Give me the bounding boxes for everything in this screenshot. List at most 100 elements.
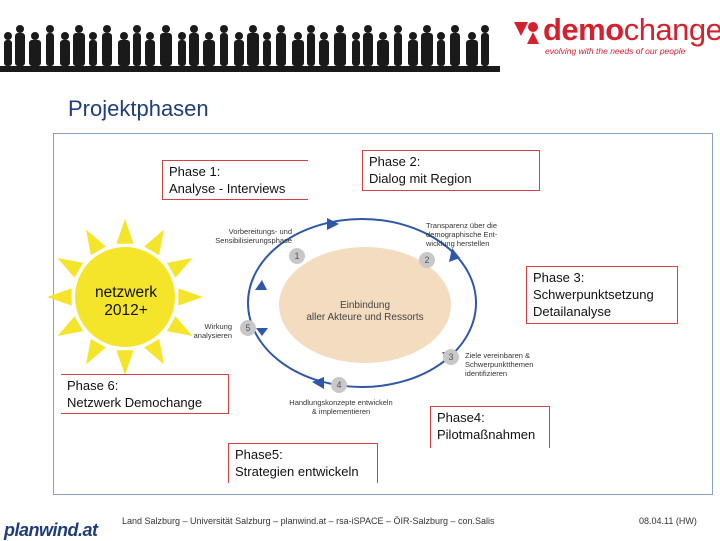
person-silhouette-body — [408, 40, 418, 66]
phase-4-box: Phase4: Pilotmaßnahmen — [430, 406, 550, 448]
phase-2-text: Dialog mit Region — [369, 171, 472, 186]
phase-6-text: Netzwerk Demochange — [67, 395, 203, 410]
step-note-5: Wirkung analysieren — [190, 322, 232, 340]
person-silhouette-head — [162, 25, 170, 33]
brand-name-light: change — [623, 12, 720, 47]
slide-title: Projektphasen — [68, 96, 209, 121]
sun-ray — [57, 258, 84, 278]
person-silhouette-head — [307, 25, 315, 33]
person-silhouette-body — [319, 40, 329, 66]
sun-ray — [166, 258, 193, 278]
step-circle — [240, 320, 256, 336]
note-line: Transparenz über die — [426, 221, 498, 230]
person-silhouette-head — [46, 25, 54, 33]
note-line: Sensibilisierungsphase — [215, 236, 292, 245]
phase-4-text: Pilotmaßnahmen — [437, 427, 536, 442]
person-silhouette-head — [103, 25, 111, 33]
phase-6-title: Phase 6: — [67, 378, 119, 393]
person-silhouette-body — [220, 33, 228, 66]
sun-ray — [86, 229, 106, 256]
phase-1-box: Phase 1: Analyse - Interviews — [162, 160, 308, 200]
person-silhouette-head — [61, 32, 69, 40]
demochange-logo-icon — [514, 22, 539, 44]
phase-5-text: Strategien entwickeln — [235, 464, 359, 479]
phase-1-title: Phase 1: — [169, 164, 221, 179]
note-line: demographische Ent- — [426, 230, 498, 239]
step-circle — [419, 252, 435, 268]
person-silhouette-body — [46, 33, 54, 66]
person-silhouette-body — [394, 33, 402, 66]
person-silhouette-body — [189, 33, 199, 66]
person-silhouette-body — [178, 40, 186, 66]
person-silhouette-body — [247, 33, 259, 66]
cycle-arrow — [312, 377, 324, 389]
brand-name-bold: demo — [543, 12, 624, 47]
step-circle — [289, 248, 305, 264]
person-silhouette-head — [336, 25, 344, 33]
person-silhouette-head — [190, 25, 198, 33]
sun-label-line1: netzwerk — [94, 284, 158, 301]
person-silhouette-body — [145, 40, 155, 66]
phase-4-title: Phase4: — [437, 410, 485, 425]
step-number: 4 — [336, 380, 341, 390]
note-line: Ziele vereinbaren & — [465, 351, 531, 360]
phase-1-text: Analyse - Interviews — [169, 181, 286, 196]
person-silhouette-body — [89, 40, 97, 66]
person-silhouette-head — [481, 25, 489, 33]
person-silhouette-head — [294, 32, 302, 40]
phase-3-text: Schwerpunktsetzung — [533, 287, 654, 302]
person-silhouette-head — [31, 32, 39, 40]
person-silhouette-body — [15, 33, 25, 66]
person-silhouette-head — [235, 32, 243, 40]
sun-ray — [116, 219, 134, 244]
step-note-2: Transparenz über die demographische Ent-… — [426, 221, 497, 248]
phase-2-box: Phase 2: Dialog mit Region — [362, 150, 540, 191]
phase-2-title: Phase 2: — [369, 154, 421, 169]
phase-5-box: Phase5: Strategien entwickeln — [228, 443, 378, 483]
sun-ray — [47, 288, 72, 306]
person-silhouette-body — [102, 33, 112, 66]
person-silhouette-body — [4, 40, 12, 66]
person-silhouette-body — [334, 33, 346, 66]
person-silhouette-head — [4, 32, 12, 40]
cycle-ring — [247, 218, 477, 388]
person-silhouette-head — [364, 25, 372, 33]
person-silhouette-head — [263, 32, 271, 40]
step-circle — [443, 349, 459, 365]
person-silhouette-head — [468, 32, 476, 40]
person-silhouette-body — [437, 40, 445, 66]
people-silhouette-banner — [0, 25, 500, 72]
step-number: 5 — [245, 323, 250, 333]
sun-label: netzwerk 2012+ — [86, 284, 166, 320]
person-silhouette-head — [409, 32, 417, 40]
person-silhouette-body — [60, 40, 70, 66]
step-number: 2 — [424, 255, 429, 265]
cycle-arrow — [327, 218, 339, 230]
person-silhouette-head — [89, 32, 97, 40]
sun-icon — [47, 219, 203, 375]
person-silhouette-head — [220, 25, 228, 33]
person-silhouette-body — [307, 33, 315, 66]
step-note-1: Vorbereitungs- und Sensibilisierungsphas… — [202, 227, 292, 245]
person-silhouette-head — [133, 25, 141, 33]
person-silhouette-body — [292, 40, 304, 66]
sun-ray — [178, 288, 203, 306]
phase-3-box: Phase 3: Schwerpunktsetzung Detailanalys… — [526, 266, 678, 324]
person-silhouette-body — [450, 33, 460, 66]
note-line: & implementieren — [311, 407, 371, 416]
center-label: Einbindung aller Akteure und Ressorts — [292, 300, 438, 324]
note-line: identifizieren — [465, 369, 508, 378]
person-silhouette-body — [276, 33, 286, 66]
phase-3-text-2: Detailanalyse — [533, 304, 612, 319]
note-line: Vorbereitungs- und — [228, 227, 292, 236]
person-silhouette-body — [234, 40, 244, 66]
person-silhouette-head — [178, 32, 186, 40]
person-silhouette-body — [160, 33, 172, 66]
person-silhouette-head — [75, 25, 83, 33]
person-silhouette-head — [451, 25, 459, 33]
brand-logo-text: demochange — [543, 12, 720, 48]
center-label-line1: Einbindung — [339, 300, 391, 311]
step-number: 1 — [294, 251, 299, 261]
phase-5-title: Phase5: — [235, 447, 283, 462]
center-label-line2: aller Akteure und Ressorts — [306, 312, 424, 323]
